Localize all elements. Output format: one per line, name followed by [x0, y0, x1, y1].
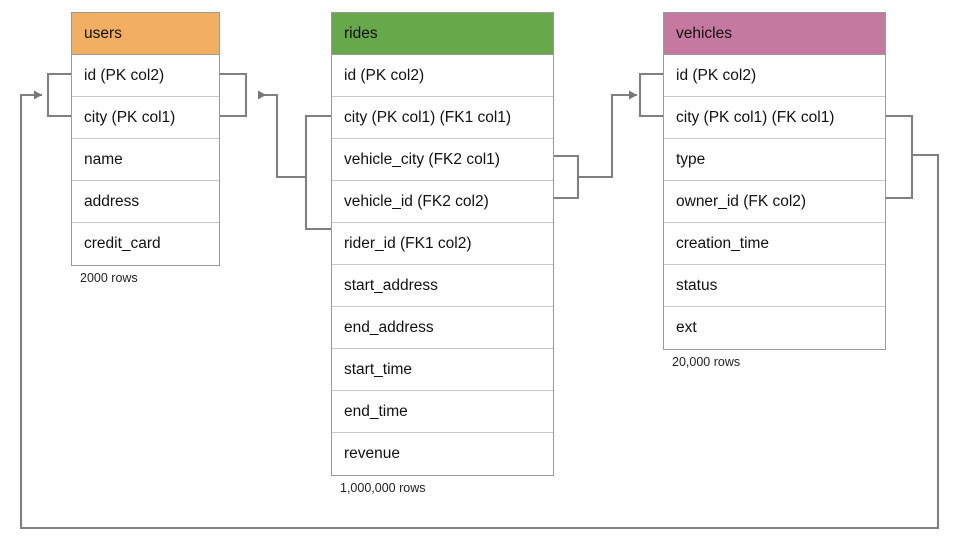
connector-fk2-rides-vehicles	[554, 72, 663, 200]
table-vehicles-column-ext[interactable]: ext	[664, 307, 885, 349]
table-rides-column-revenue[interactable]: revenue	[332, 433, 553, 475]
table-vehicles-column-type[interactable]: type	[664, 139, 885, 181]
table-users-column-address[interactable]: address	[72, 181, 219, 223]
table-rides-header: rides	[332, 13, 553, 55]
table-vehicles-header: vehicles	[664, 13, 885, 55]
table-rides-column-vehicle-id[interactable]: vehicle_id (FK2 col2)	[332, 181, 553, 223]
table-rides-column-end-address[interactable]: end_address	[332, 307, 553, 349]
table-rides-row-count: 1,000,000 rows	[340, 481, 426, 495]
table-users-row-count: 2000 rows	[80, 271, 138, 285]
table-users-header: users	[72, 13, 219, 55]
table-rides-column-start-address[interactable]: start_address	[332, 265, 553, 307]
table-rides-column-id[interactable]: id (PK col2)	[332, 55, 553, 97]
table-users[interactable]: users id (PK col2) city (PK col1) name a…	[71, 12, 220, 266]
table-users-column-id[interactable]: id (PK col2)	[72, 55, 219, 97]
table-rides-column-city[interactable]: city (PK col1) (FK1 col1)	[332, 97, 553, 139]
table-vehicles-column-status[interactable]: status	[664, 265, 885, 307]
table-vehicles-column-creation-time[interactable]: creation_time	[664, 223, 885, 265]
table-rides-column-rider-id[interactable]: rider_id (FK1 col2)	[332, 223, 553, 265]
table-vehicles[interactable]: vehicles id (PK col2) city (PK col1) (FK…	[663, 12, 886, 350]
connector-fk1-rides-users	[220, 72, 331, 231]
table-users-column-name[interactable]: name	[72, 139, 219, 181]
table-vehicles-row-count: 20,000 rows	[672, 355, 741, 369]
table-rides-column-vehicle-city[interactable]: vehicle_city (FK2 col1)	[332, 139, 553, 181]
table-users-column-credit-card[interactable]: credit_card	[72, 223, 219, 265]
table-vehicles-column-city[interactable]: city (PK col1) (FK col1)	[664, 97, 885, 139]
table-rides[interactable]: rides id (PK col2) city (PK col1) (FK1 c…	[331, 12, 554, 476]
table-rides-column-end-time[interactable]: end_time	[332, 391, 553, 433]
table-vehicles-column-id[interactable]: id (PK col2)	[664, 55, 885, 97]
table-users-column-city[interactable]: city (PK col1)	[72, 97, 219, 139]
table-vehicles-column-owner-id[interactable]: owner_id (FK col2)	[664, 181, 885, 223]
table-rides-column-start-time[interactable]: start_time	[332, 349, 553, 391]
